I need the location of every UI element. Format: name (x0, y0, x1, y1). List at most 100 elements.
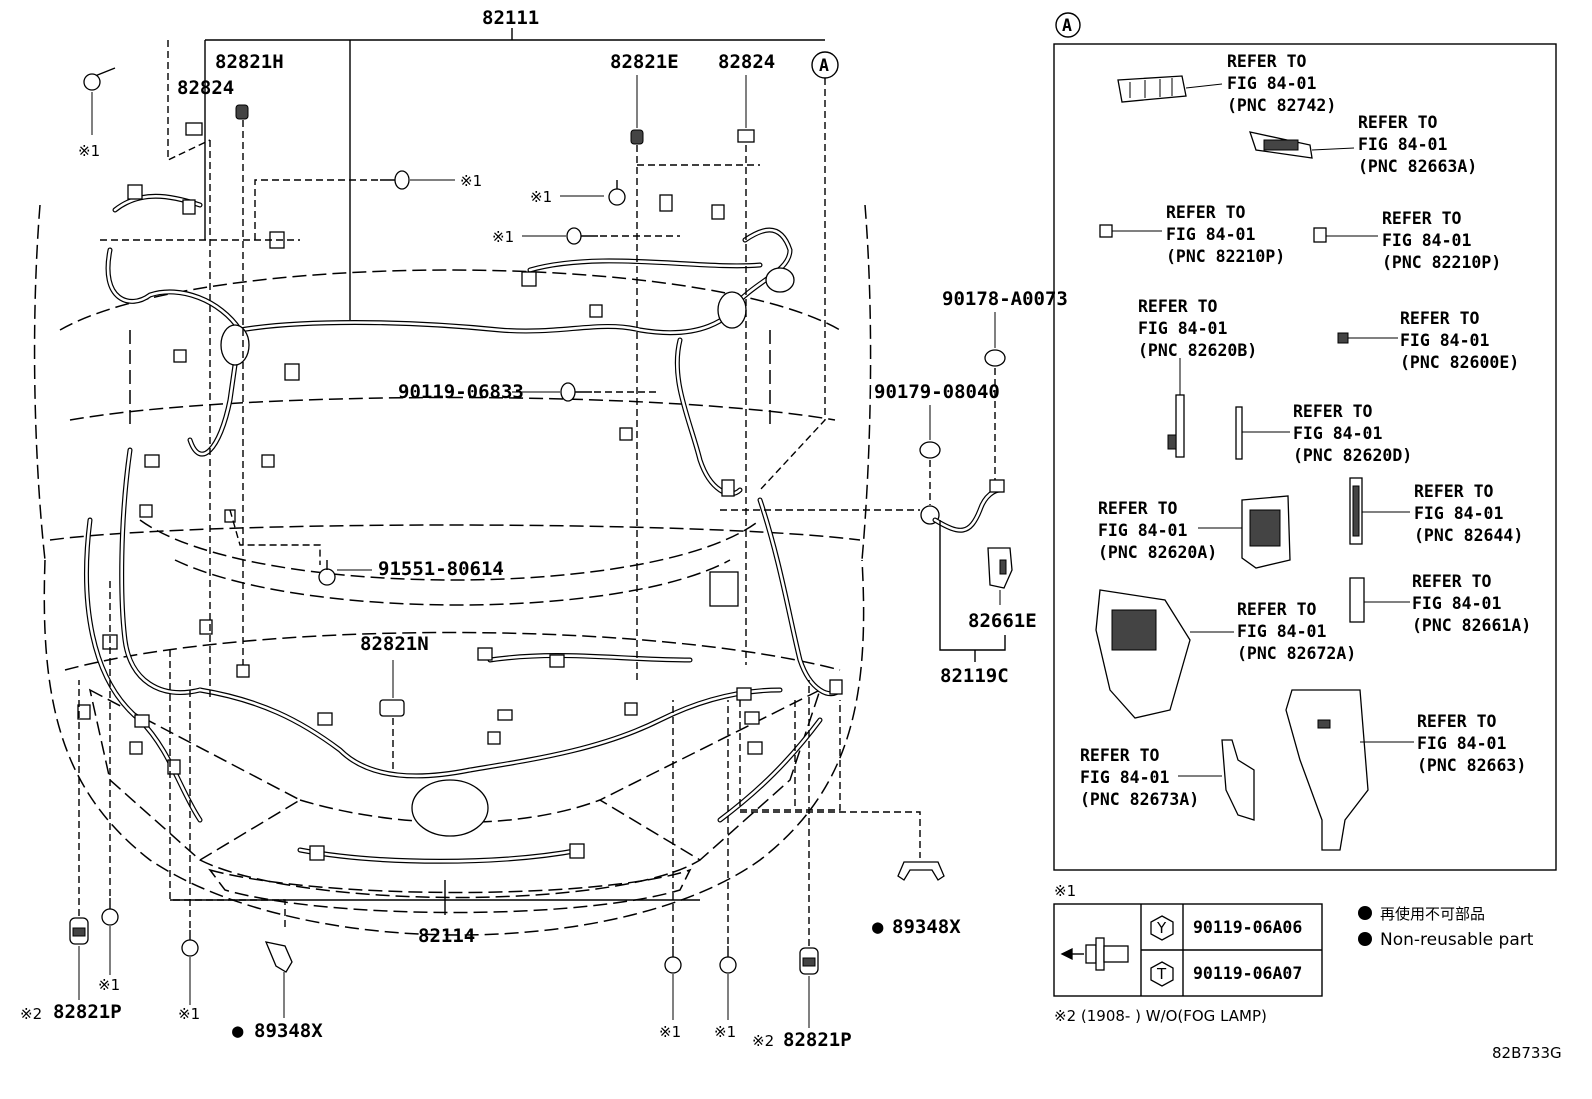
mark-1-e: ※1 (178, 1005, 200, 1023)
refer-82663: REFER TO FIG 84-01 (PNC 82663) (1417, 712, 1526, 775)
svg-text:(PNC 82661A): (PNC 82661A) (1412, 616, 1531, 635)
svg-text:FIG 84-01: FIG 84-01 (1358, 135, 1447, 154)
panel-A-part-icons (1095, 75, 1369, 851)
svg-text:FIG 84-01: FIG 84-01 (1400, 331, 1489, 350)
mark-2-right: ※2 (752, 1032, 774, 1050)
refer-82600E: REFER TO FIG 84-01 (PNC 82600E) (1400, 309, 1519, 372)
svg-text:FIG 84-01: FIG 84-01 (1293, 424, 1382, 443)
svg-text:REFER TO: REFER TO (1382, 209, 1462, 228)
callouts-bottom: ※2 82821P ※1 ※1 ● 89348X ※1 ※1 ※ (20, 580, 961, 1051)
label-91551-80614: 91551-80614 (378, 558, 504, 580)
svg-text:(PNC 82210P): (PNC 82210P) (1382, 253, 1501, 272)
label-82661E: 82661E (968, 610, 1037, 632)
bullet-left: ● (232, 1020, 244, 1042)
refer-82620B: REFER TO FIG 84-01 (PNC 82620B) (1138, 297, 1257, 360)
label-89348X-right: 89348X (892, 916, 961, 938)
label-82119C: 82119C (940, 665, 1009, 687)
mark-1-c: ※1 (492, 228, 514, 246)
part-90119-06A06: 90119-06A06 (1193, 918, 1302, 937)
svg-text:(PNC 82644): (PNC 82644) (1414, 526, 1523, 545)
refer-82644: REFER TO FIG 84-01 (PNC 82644) (1414, 482, 1523, 545)
svg-text:FIG 84-01: FIG 84-01 (1414, 504, 1503, 523)
mark-1-f: ※1 (659, 1023, 681, 1041)
circle-A-marker: A (819, 56, 829, 75)
label-89348X-left: 89348X (254, 1020, 323, 1042)
svg-text:REFER TO: REFER TO (1417, 712, 1497, 731)
svg-text:REFER TO: REFER TO (1358, 113, 1438, 132)
svg-text:FIG 84-01: FIG 84-01 (1080, 768, 1169, 787)
mark-1-b: ※1 (530, 188, 552, 206)
refer-82661A: REFER TO FIG 84-01 (PNC 82661A) (1412, 572, 1531, 635)
svg-text:REFER TO: REFER TO (1138, 297, 1218, 316)
legend: 再使用不可部品 Non-reusable part (1358, 905, 1534, 950)
label-82821H: 82821H (215, 51, 284, 73)
svg-text:FIG 84-01: FIG 84-01 (1227, 74, 1316, 93)
svg-text:FIG 84-01: FIG 84-01 (1382, 231, 1471, 250)
hex-T: T (1156, 965, 1167, 983)
mark-1-a: ※1 (460, 172, 482, 190)
svg-text:(PNC 82672A): (PNC 82672A) (1237, 644, 1356, 663)
callouts-middle: 90119-06833 91551-80614 82821N 82114 (169, 381, 700, 947)
mark-2-left: ※2 (20, 1005, 42, 1023)
svg-text:(PNC 82663A): (PNC 82663A) (1358, 157, 1477, 176)
legend-en: Non-reusable part (1380, 930, 1534, 950)
label-82821P-left: 82821P (53, 1001, 122, 1023)
mark-1-g: ※1 (714, 1023, 736, 1041)
refer-82620D: REFER TO FIG 84-01 (PNC 82620D) (1293, 402, 1412, 465)
svg-text:REFER TO: REFER TO (1166, 203, 1246, 222)
svg-text:REFER TO: REFER TO (1227, 52, 1307, 71)
label-82111: 82111 (482, 7, 539, 29)
svg-text:(PNC 82210P): (PNC 82210P) (1166, 247, 1285, 266)
label-82821E: 82821E (610, 51, 679, 73)
svg-text:FIG 84-01: FIG 84-01 (1138, 319, 1227, 338)
label-90178-A0073: 90178-A0073 (942, 288, 1068, 310)
label-82824-right: 82824 (718, 51, 775, 73)
refer-82210P-b: REFER TO FIG 84-01 (PNC 82210P) (1382, 209, 1501, 272)
panel-A: A (1053, 12, 1557, 871)
connector-blocks (77, 184, 843, 861)
svg-text:FIG 84-01: FIG 84-01 (1417, 734, 1506, 753)
svg-text:(PNC 82620A): (PNC 82620A) (1098, 543, 1217, 562)
part-90119-06A07: 90119-06A07 (1193, 964, 1302, 983)
svg-text:FIG 84-01: FIG 84-01 (1166, 225, 1255, 244)
svg-text:REFER TO: REFER TO (1293, 402, 1373, 421)
footnote-2: ※2 (1908- ) W/O(FOG LAMP) (1054, 1007, 1267, 1025)
svg-text:FIG 84-01: FIG 84-01 (1098, 521, 1187, 540)
label-90119-06833: 90119-06833 (398, 381, 524, 403)
svg-text:REFER TO: REFER TO (1400, 309, 1480, 328)
svg-text:(PNC 82620D): (PNC 82620D) (1293, 446, 1412, 465)
svg-text:FIG 84-01: FIG 84-01 (1237, 622, 1326, 641)
bullet-right: ● (872, 916, 884, 938)
mark-1-d: ※1 (98, 976, 120, 994)
svg-text:(PNC 82673A): (PNC 82673A) (1080, 790, 1199, 809)
refer-82663A: REFER TO FIG 84-01 (PNC 82663A) (1358, 113, 1477, 176)
svg-text:REFER TO: REFER TO (1237, 600, 1317, 619)
refer-82210P-a: REFER TO FIG 84-01 (PNC 82210P) (1166, 203, 1285, 266)
legend-jp: 再使用不可部品 (1380, 905, 1485, 923)
svg-text:REFER TO: REFER TO (1412, 572, 1492, 591)
label-82824-left: 82824 (177, 77, 234, 99)
svg-text:(PNC 82742): (PNC 82742) (1227, 96, 1336, 115)
label-82114: 82114 (418, 925, 475, 947)
panel-A-title: A (1062, 16, 1072, 35)
refer-82673A: REFER TO FIG 84-01 (PNC 82673A) (1080, 746, 1199, 809)
label-82821P-right: 82821P (783, 1029, 852, 1051)
svg-text:REFER TO: REFER TO (1080, 746, 1160, 765)
svg-text:(PNC 82600E): (PNC 82600E) (1400, 353, 1519, 372)
refer-82620A: REFER TO FIG 84-01 (PNC 82620A) (1098, 499, 1217, 562)
svg-text:(PNC 82620B): (PNC 82620B) (1138, 341, 1257, 360)
label-82821N: 82821N (360, 633, 429, 655)
footnote-1-table: ※1 Y T 90119-06A06 90119-06A07 (1053, 882, 1323, 997)
svg-text:REFER TO: REFER TO (1098, 499, 1178, 518)
callouts-top: 82821H 82824 82821E 82824 A ※1 ※1 ※1 (78, 40, 839, 700)
refer-82742: REFER TO FIG 84-01 (PNC 82742) (1227, 52, 1336, 115)
svg-text:(PNC 82663): (PNC 82663) (1417, 756, 1526, 775)
footnote-1-mark: ※1 (1054, 882, 1076, 900)
mark-1-topleft: ※1 (78, 142, 100, 160)
svg-text:FIG 84-01: FIG 84-01 (1412, 594, 1501, 613)
label-90179-08040: 90179-08040 (874, 381, 1000, 403)
sub-harness-82119C: 90178-A0073 90179-08040 82661E 82119C (720, 288, 1068, 687)
svg-text:REFER TO: REFER TO (1414, 482, 1494, 501)
hex-Y: Y (1156, 919, 1167, 937)
